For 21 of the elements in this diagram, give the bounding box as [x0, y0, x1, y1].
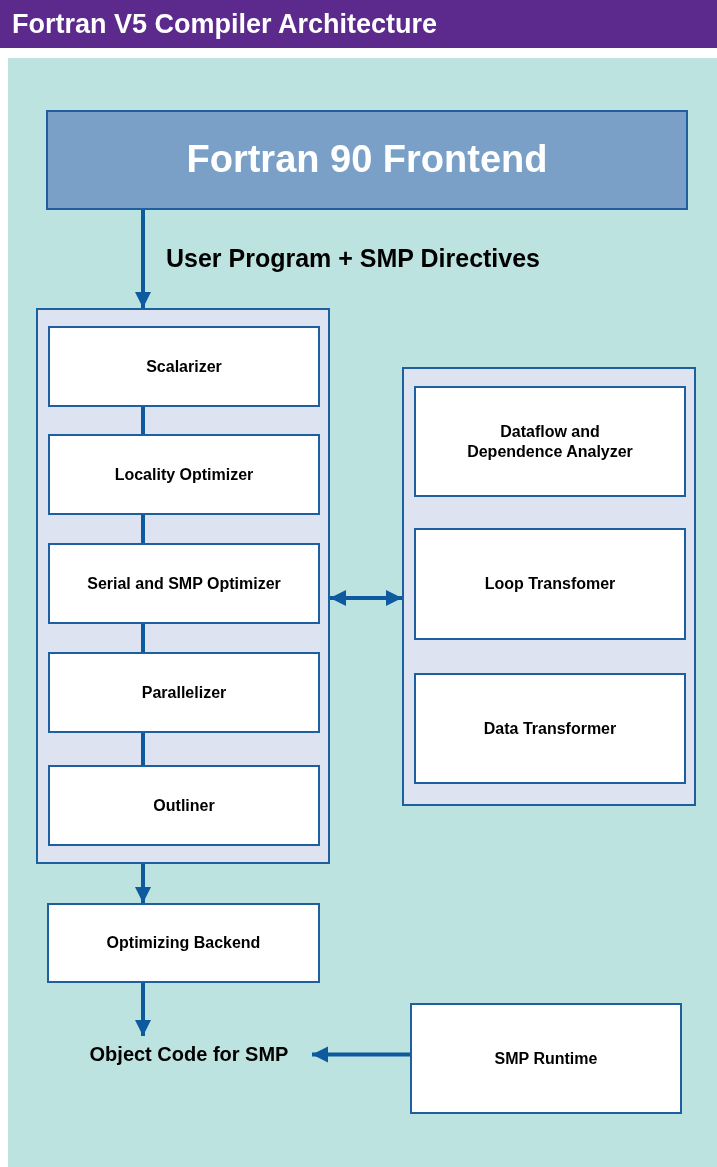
arrow [135, 983, 151, 1036]
process-box: Fortran 90 Frontend [46, 110, 688, 210]
process-box: Loop Transfomer [414, 528, 686, 640]
process-box: Dataflow and Dependence Analyzer [414, 386, 686, 497]
process-box: Locality Optimizer [48, 434, 320, 515]
process-box: Optimizing Backend [47, 903, 320, 983]
process-box: Scalarizer [48, 326, 320, 407]
output-text: Object Code for SMP [66, 1036, 312, 1072]
group-panel [402, 367, 696, 806]
process-box: Data Transformer [414, 673, 686, 784]
process-box: Outliner [48, 765, 320, 846]
arrow [135, 864, 151, 903]
process-box: SMP Runtime [410, 1003, 682, 1114]
arrow [330, 590, 402, 606]
arrow [135, 210, 151, 308]
arrow [312, 1046, 410, 1063]
edge-label: User Program + SMP Directives [166, 243, 541, 274]
process-box: Parallelizer [48, 652, 320, 733]
process-box: Serial and SMP Optimizer [48, 543, 320, 624]
group-panel [36, 308, 330, 864]
title-bar: Fortran V5 Compiler Architecture [0, 0, 717, 48]
